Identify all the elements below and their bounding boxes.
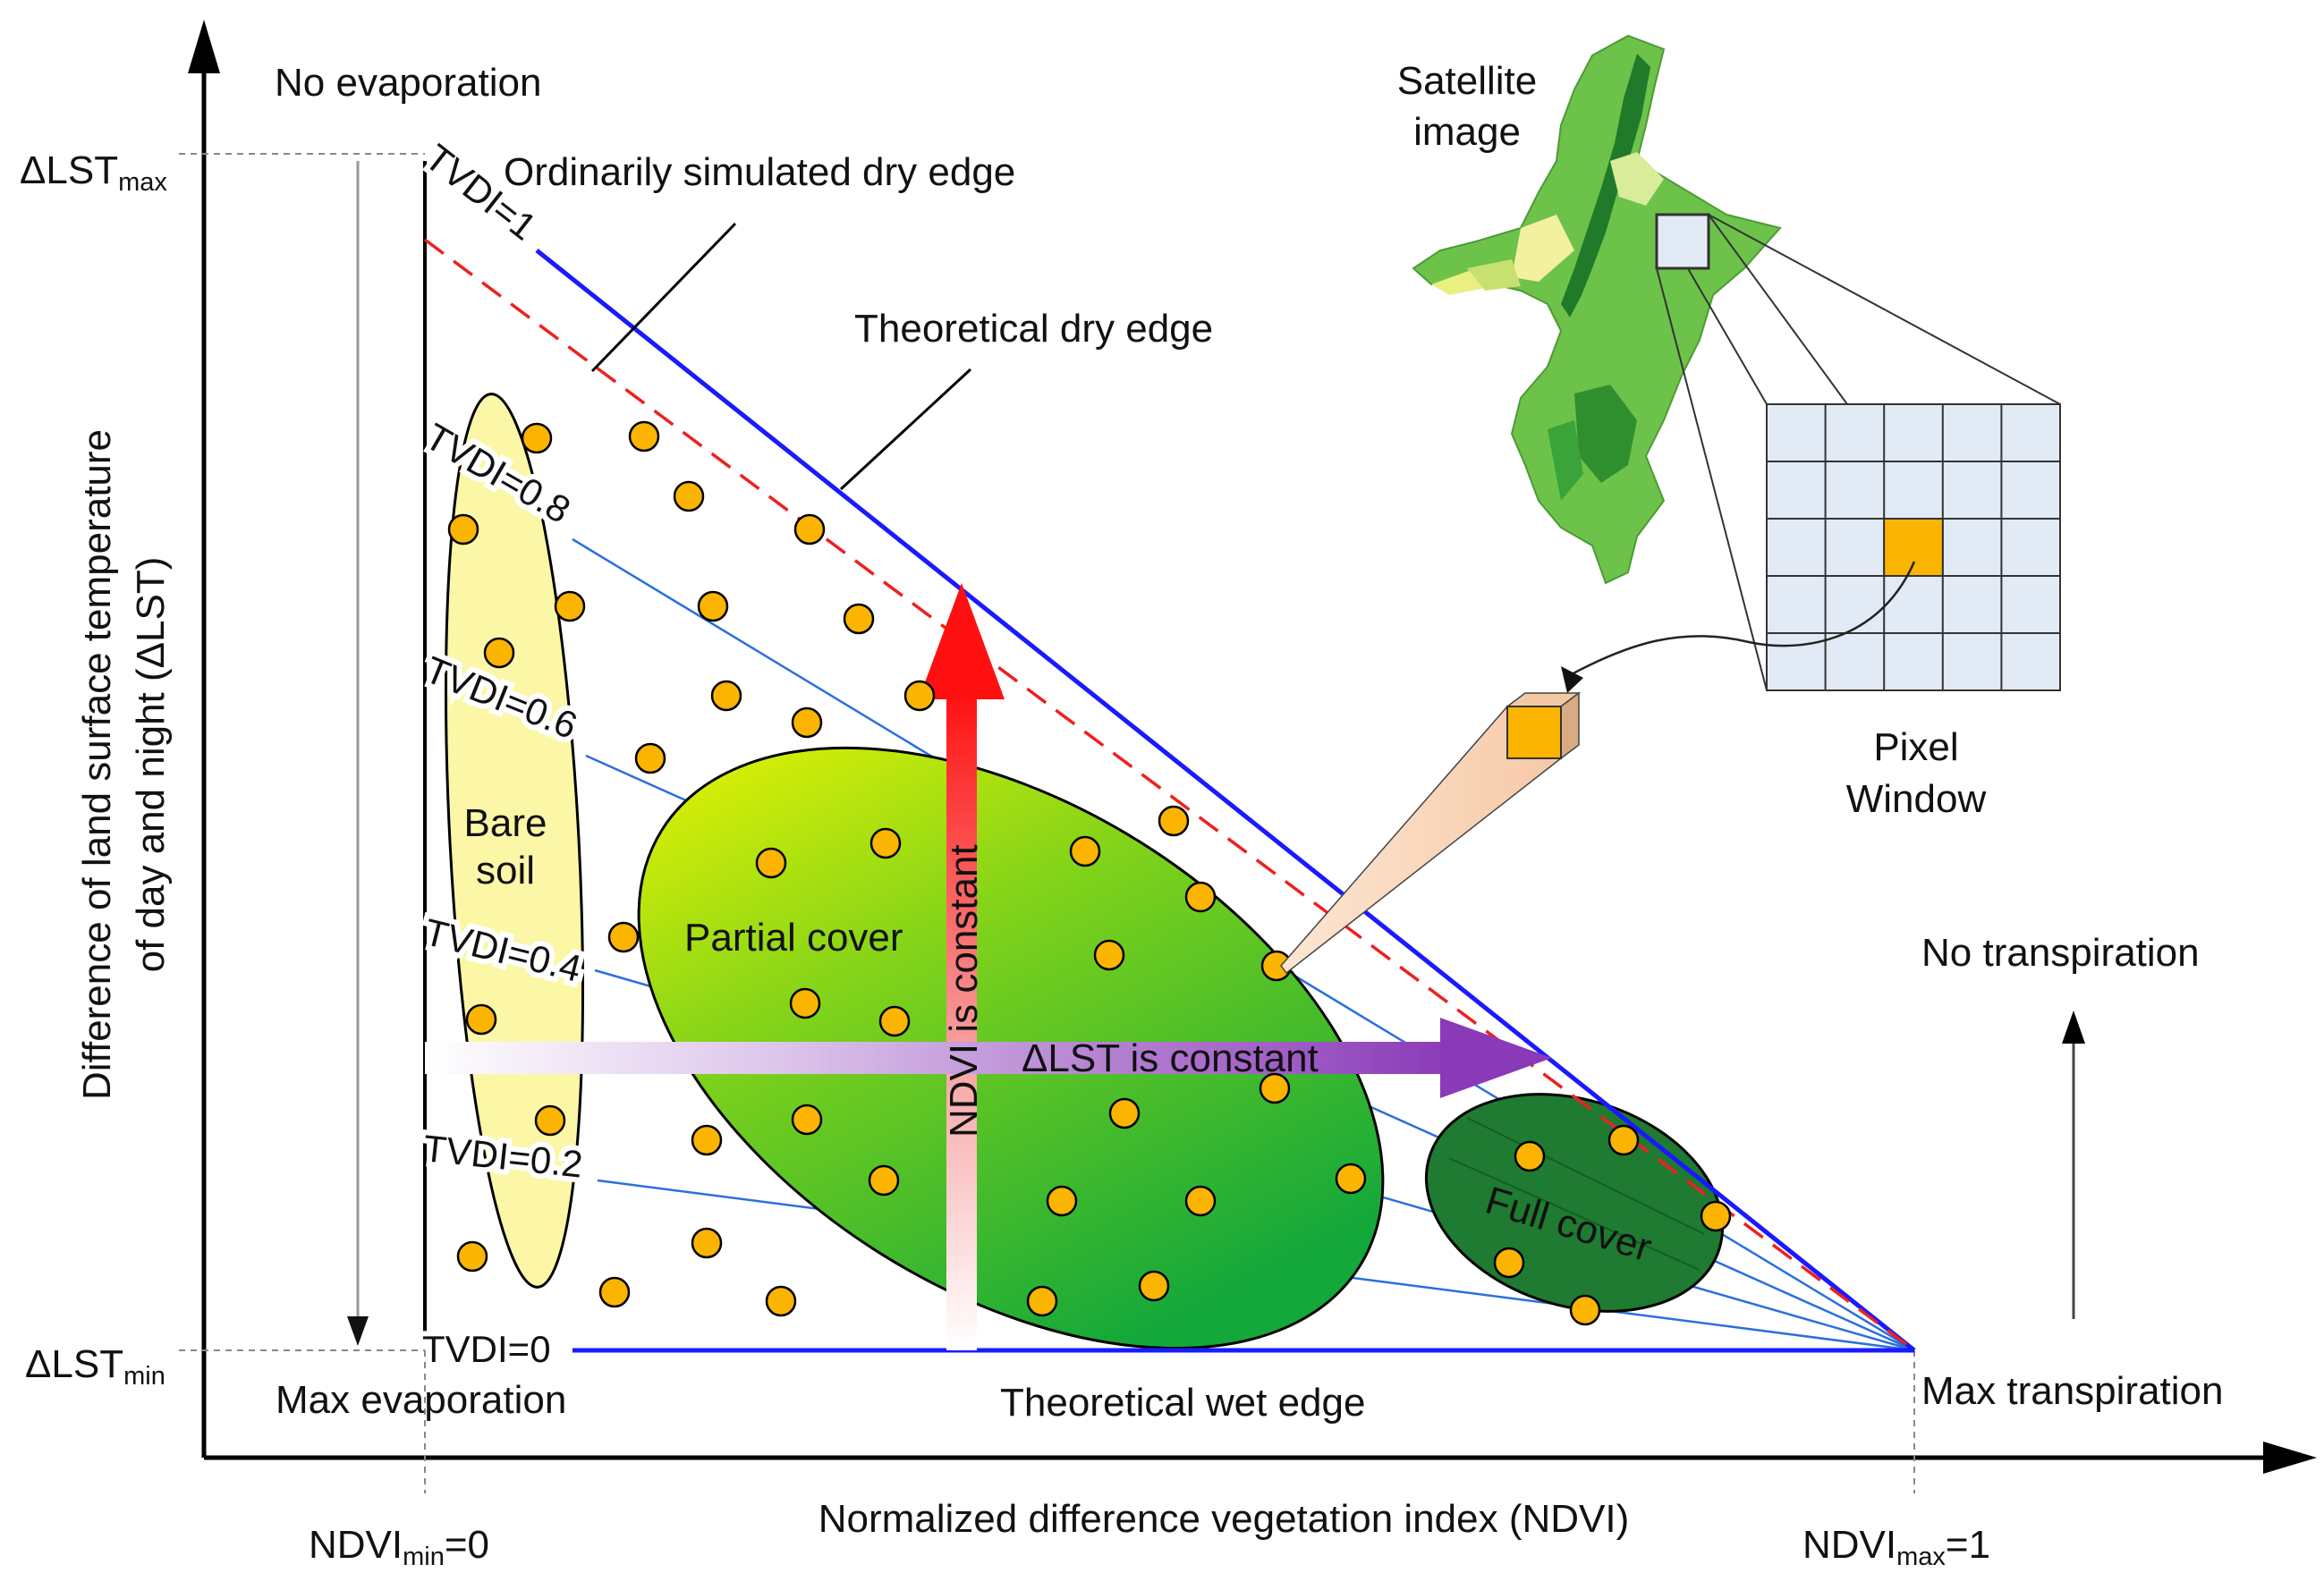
sample-point [1158, 805, 1190, 837]
pointer-lines [590, 222, 972, 491]
sample-point [903, 680, 936, 712]
sample-point [1493, 1247, 1525, 1279]
simulated-dry-edge-label: Ordinarily simulated dry edge [504, 150, 1015, 194]
sample-point [1335, 1163, 1367, 1195]
theoretical-dry-edge [535, 249, 1916, 1352]
sample-point [607, 921, 640, 953]
sample-point [628, 420, 660, 452]
no-evaporation-label: No evaporation [275, 61, 541, 105]
selected-pixel [1883, 518, 1944, 577]
x-axis-title: Normalized difference vegetation index (… [818, 1497, 1630, 1541]
satellite-label-2: image [1413, 110, 1521, 154]
sample-point [843, 603, 875, 635]
sample-point [1184, 881, 1217, 913]
sample-point [554, 590, 586, 622]
x-axis [204, 1442, 2317, 1474]
theoretical-dry-edge-label: Theoretical dry edge [854, 307, 1213, 351]
zoom-lines [1656, 214, 2061, 691]
sample-point [1069, 835, 1101, 867]
sample-point [634, 742, 666, 774]
sample-point [1184, 1185, 1217, 1217]
transpiration-arrow [2062, 1011, 2085, 1319]
guide-lines [179, 153, 1915, 1493]
tvdi-label-0: TVDI=0 [422, 1328, 551, 1370]
lst-constant-label: ΔLST is constant [1022, 1036, 1319, 1080]
sample-point [791, 706, 823, 739]
sample-point [673, 480, 705, 512]
pixel-curve-arrow [1561, 561, 1916, 693]
sample-point [1046, 1185, 1078, 1217]
sample-point [789, 987, 821, 1019]
sample-point [1607, 1124, 1640, 1156]
sample-point [1093, 939, 1125, 971]
sample-point [483, 637, 515, 669]
simulated-dry-edge [423, 238, 1916, 1352]
sample-point [534, 1104, 566, 1137]
sample-point [447, 513, 479, 546]
sample-point [868, 1164, 900, 1197]
sample-points [447, 420, 1732, 1326]
sample-point [755, 847, 787, 879]
sample-point [1259, 1072, 1291, 1104]
y-axis-title-1: Difference of land surface temperature [75, 429, 119, 1100]
sample-point [697, 590, 729, 622]
max-transpiration-label: Max transpiration [1921, 1369, 2223, 1413]
sample-point [765, 1285, 797, 1317]
sample-point [691, 1227, 723, 1259]
sample-point [598, 1276, 631, 1308]
sample-point [456, 1240, 488, 1273]
max-evaporation-label: Max evaporation [276, 1378, 566, 1422]
lst-max-label: ΔLSTmax [20, 148, 167, 197]
y-axis [188, 20, 220, 1458]
sample-point [710, 680, 742, 712]
no-transpiration-label: No transpiration [1921, 931, 2200, 975]
sample-point [1569, 1294, 1601, 1326]
sample-point [1700, 1200, 1732, 1232]
sample-point [793, 513, 826, 546]
bare-soil-label-1: Bare [464, 801, 547, 845]
ndvi-constant-label: NDVI is constant [942, 844, 986, 1138]
full-cover-lines [1448, 1117, 1705, 1271]
sample-point [869, 827, 902, 859]
sample-point [1514, 1140, 1546, 1172]
sample-point [1108, 1097, 1141, 1129]
bare-soil-label-2: soil [476, 849, 535, 892]
lst-constant-arrow [425, 1018, 1552, 1098]
theoretical-wet-edge-label: Theoretical wet edge [1000, 1381, 1365, 1425]
y-axis-title-2: of day and night (ΔLST) [129, 557, 173, 973]
sample-point [1138, 1270, 1170, 1302]
pixel-window-label-1: Pixel [1873, 725, 1958, 769]
partial-cover-label: Partial cover [684, 916, 903, 960]
sample-point [691, 1124, 723, 1156]
lst-range-arrow [347, 161, 369, 1346]
selected-region-box [1655, 213, 1710, 270]
lst-min-label: ΔLSTmin [25, 1342, 165, 1391]
ndvi-constant-arrow [919, 583, 1005, 1350]
sample-point [878, 1005, 911, 1037]
pixel-beam [1280, 691, 1582, 975]
sample-point [791, 1104, 823, 1136]
pixel-window-label-2: Window [1846, 777, 1987, 821]
pixel-window [1766, 403, 2061, 691]
sample-point [521, 422, 553, 454]
ndvi-max-label: NDVImax=1 [1802, 1523, 1990, 1571]
ndvi-min-label: NDVImin=0 [309, 1523, 489, 1571]
satellite-label-1: Satellite [1397, 59, 1538, 103]
sample-point [1026, 1285, 1058, 1317]
sample-point [465, 1003, 497, 1036]
